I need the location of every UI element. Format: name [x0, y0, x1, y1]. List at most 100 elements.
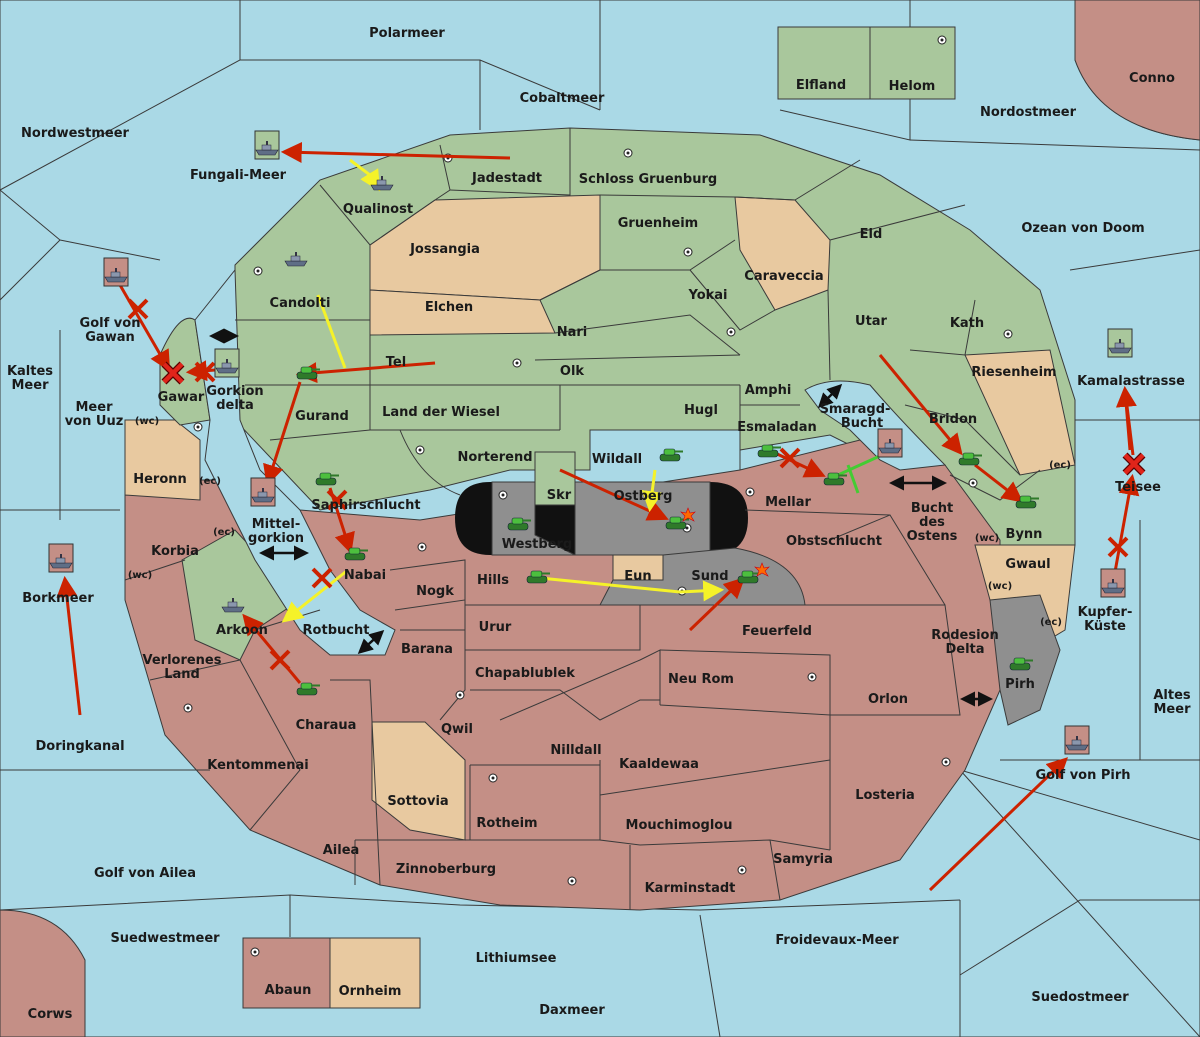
fleet-unit[interactable] [1107, 328, 1133, 358]
sea-label-altes-meer: Altes [1153, 688, 1191, 703]
sea-label-smaragdbucht-2: Bucht [841, 416, 883, 431]
sea-labels: Polarmeer Cobaltmeer Nordwestmeer Nordos… [7, 26, 1191, 1022]
sea-label-gorkion-delta: Gorkion [206, 384, 263, 399]
region-label-ailea: Ailea [323, 843, 360, 858]
double-arrow-icon [817, 383, 843, 409]
sea-label-lithiumsee: Lithiumsee [476, 951, 557, 966]
region-label-rotheim: Rotheim [476, 816, 537, 831]
region-label-pirh: Pirh [1005, 677, 1035, 692]
fleet-unit[interactable] [103, 257, 129, 287]
sea-label-suedostmeer: Suedostmeer [1031, 990, 1129, 1005]
sea-label-smaragdbucht: Smaragd- [820, 402, 891, 417]
region-label-urur: Urur [479, 620, 512, 635]
supply-center-dot [417, 542, 427, 552]
fleets [48, 130, 1133, 755]
coast-label-korbia-ec: (ec) [213, 527, 235, 538]
region-label-ornheim: Ornheim [339, 984, 402, 999]
fleet-unit[interactable] [250, 477, 276, 507]
sea-label-polarmeer: Polarmeer [369, 26, 445, 41]
region-label-kaaldewaa: Kaaldewaa [619, 757, 699, 772]
region-label-kath: Kath [950, 316, 984, 331]
sea-label-bucht-des-ostens-3: Ostens [907, 529, 958, 544]
region-skr[interactable] [534, 451, 576, 506]
supply-center-dot [193, 422, 203, 432]
sea-label-mittelgorkion-2: gorkion [248, 531, 304, 546]
sea-label-daxmeer: Daxmeer [539, 1003, 605, 1018]
region-corws[interactable] [0, 909, 86, 1037]
region-label-westberg: Westberg [502, 537, 572, 552]
region-label-elfland: Elfland [796, 78, 846, 93]
region-label-mellar: Mellar [765, 495, 811, 510]
fleet-unit[interactable] [48, 543, 74, 573]
region-label-olk: Olk [560, 364, 585, 379]
supply-center-dot [498, 490, 508, 500]
supply-center-dot [183, 703, 193, 713]
region-label-tel: Tel [386, 355, 406, 370]
supply-center-dot [941, 757, 951, 767]
region-label-land-der-wiesel: Land der Wiesel [382, 405, 500, 420]
region-label-wildall: Wildall [592, 452, 642, 467]
sea-label-altes-meer-2: Meer [1154, 702, 1192, 717]
sea-label-rotbucht: Rotbucht [303, 623, 370, 638]
supply-center-dot [807, 672, 817, 682]
region-label-jossangia: Jossangia [409, 242, 480, 257]
supply-center-dot [512, 358, 522, 368]
region-westberg[interactable] [491, 481, 576, 556]
region-label-eun: Eun [624, 569, 651, 584]
sea-label-kaltes-meer-2: Meer [12, 378, 50, 393]
fleet-unit[interactable] [1100, 568, 1126, 598]
sea-label-golf-von-gawan: Golf von [80, 316, 141, 331]
double-arrow-icon [357, 629, 385, 655]
region-label-helom: Helom [889, 79, 936, 94]
sea-gorkion-delta-inlet [194, 268, 396, 656]
fleet-unit[interactable] [214, 348, 240, 378]
region-label-caraveccia: Caraveccia [744, 269, 823, 284]
region-label-utar: Utar [855, 314, 888, 329]
sea-label-cobaltmeer: Cobaltmeer [520, 91, 605, 106]
sea-label-meer-von-uuz: Meer [76, 400, 114, 415]
region-label-neu-rom: Neu Rom [668, 672, 734, 687]
region-label-barana: Barana [401, 642, 453, 657]
fleet-unit[interactable] [1064, 725, 1090, 755]
sea-label-rodesion-delta: Rodesion [931, 628, 998, 643]
cross-mark-icon [1122, 452, 1146, 476]
sea-label-golf-von-pirh: Golf von Pirh [1035, 768, 1130, 783]
region-label-hills: Hills [477, 573, 509, 588]
region-label-bridon: Bridon [929, 412, 977, 427]
supply-center-dot [455, 690, 465, 700]
sea-label-fungali-meer: Fungali-Meer [190, 168, 287, 183]
sea-label-ozean-von-doom: Ozean von Doom [1021, 221, 1144, 236]
supply-center-dot [623, 148, 633, 158]
region-label-jadestadt: Jadestadt [471, 171, 542, 186]
region-label-amphi: Amphi [745, 383, 792, 398]
fleet-unit[interactable] [877, 428, 903, 458]
sea-label-suedwestmeer: Suedwestmeer [110, 931, 220, 946]
region-gawar[interactable] [159, 317, 211, 426]
region-elfland[interactable] [777, 26, 871, 100]
region-label-zinnoberburg: Zinnoberburg [396, 862, 496, 877]
coast-label-korbia-wc: (wc) [128, 570, 152, 581]
sea-label-kupferkueste: Kupfer- [1078, 605, 1133, 620]
sea-label-conno: Conno [1129, 71, 1175, 86]
region-ornheim[interactable] [329, 937, 421, 1009]
fleet-unit[interactable] [254, 130, 280, 160]
sea-label-froidevaux-meer: Froidevaux-Meer [775, 933, 899, 948]
sea-label-kaltes-meer: Kaltes [7, 364, 53, 379]
region-label-qwil: Qwil [441, 722, 473, 737]
coast-label-gawar-wc: (wc) [135, 416, 159, 427]
region-label-hugl: Hugl [684, 403, 718, 418]
supply-center-dot [415, 445, 425, 455]
region-label-karminstadt: Karminstadt [645, 881, 736, 896]
coast-label-bynn-wc: (wc) [975, 533, 999, 544]
region-label-verlorenes-land: Verlorenes [142, 653, 221, 668]
region-label-yokai: Yokai [687, 288, 727, 303]
supply-center-dot [726, 327, 736, 337]
region-heronn[interactable] [124, 419, 201, 501]
region-label-eld: Eld [860, 227, 883, 242]
region-label-korbia: Korbia [151, 544, 199, 559]
region-riesenheim[interactable] [964, 349, 1076, 476]
region-label-riesenheim: Riesenheim [971, 365, 1056, 380]
region-label-mouchimoglou: Mouchimoglou [626, 818, 733, 833]
region-label-qualinost: Qualinost [343, 202, 413, 217]
